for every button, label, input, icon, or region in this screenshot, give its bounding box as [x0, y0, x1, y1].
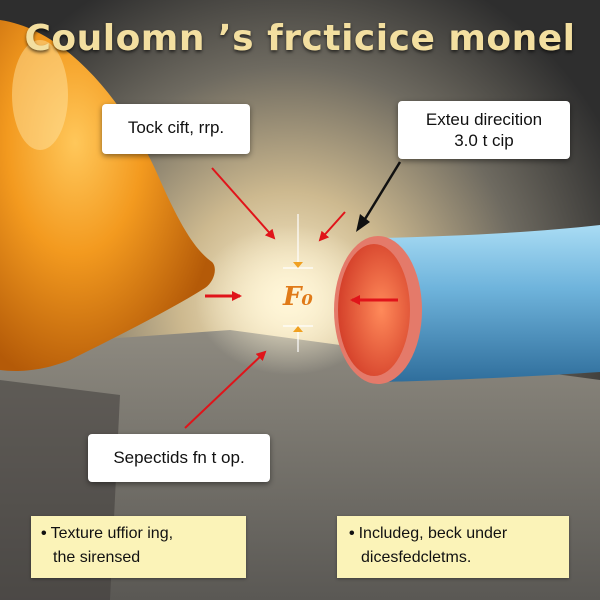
dimension-arrow-bottom: [293, 326, 303, 332]
blue-tube-body: [380, 225, 600, 382]
note-text: Includeg, beck under: [358, 525, 508, 542]
callout-top-right: Exteu direcition 3.0 t cip: [398, 101, 570, 159]
dimension-arrow-top: [293, 262, 303, 268]
black-arrow-head: [356, 214, 370, 232]
note-line2: the sirensed: [53, 549, 141, 566]
page-title: Coulomn ’s frcticice monel: [24, 18, 576, 59]
black-arrow: [360, 161, 402, 225]
bullet-icon: •: [41, 525, 47, 542]
callout-bottom-left: Sepectids fn t op.: [88, 434, 270, 482]
tube-inner: [338, 244, 410, 376]
bullet-icon: •: [349, 525, 355, 542]
callout-top-left: Tock cift, rrp.: [102, 104, 250, 154]
note-line2: dicesfedcletms.: [361, 549, 472, 566]
callout-text: Tock cift, rrp.: [127, 118, 225, 137]
blob-highlight: [12, 40, 68, 150]
orange-blob: [0, 20, 215, 371]
note-line1: •Texture uffior ing,: [41, 522, 238, 546]
callout-text-line2: 3.0 t cip: [454, 131, 514, 150]
note-line1: •Includeg, beck under: [349, 522, 561, 546]
force-label: F₀: [283, 282, 313, 312]
red-arrow-2: [318, 211, 346, 242]
note-left: •Texture uffior ing, the sirensed: [31, 516, 246, 578]
note-right: •Includeg, beck under dicesfedcletms.: [337, 516, 569, 578]
note-text: Texture uffior ing,: [50, 525, 174, 542]
callout-text-line1: Exteu direcition: [425, 110, 543, 129]
callout-text: Sepectids fn t op.: [113, 448, 245, 467]
red-arrow-5: [184, 350, 267, 429]
red-arrow-1: [211, 167, 276, 240]
